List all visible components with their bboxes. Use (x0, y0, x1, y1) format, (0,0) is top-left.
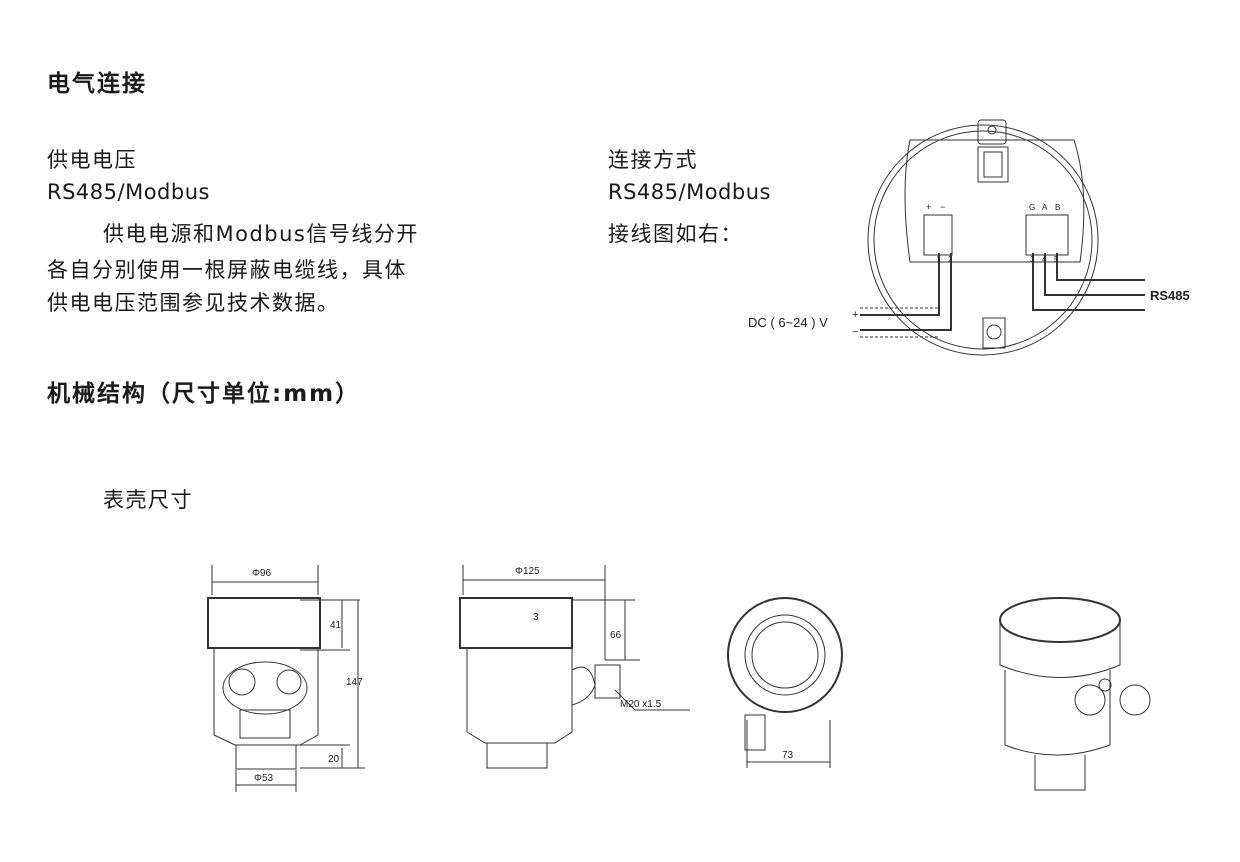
front-bottom-dia: Φ53 (254, 773, 274, 784)
terminal-plus-label: + (926, 202, 931, 212)
side-top-dia: Φ125 (515, 566, 540, 577)
connection-protocol: RS485/Modbus (608, 180, 771, 204)
front-total-height: 147 (346, 677, 363, 688)
front-view-drawing: Φ96 Φ53 41 147 20 (207, 565, 365, 792)
side-thread: M20 x1.5 (620, 699, 662, 710)
terminal-4: 4 (1042, 255, 1047, 264)
front-bottom-height: 20 (328, 754, 340, 765)
supply-desc-line-3: 供电电压范围参见技术数据。 (47, 291, 340, 315)
mechanical-heading: 机械结构（尺寸单位:mm） (47, 381, 361, 407)
connection-title: 连接方式 (608, 148, 698, 172)
terminal-minus-label: − (940, 202, 945, 212)
housing-size-subheading: 表壳尺寸 (103, 488, 193, 512)
power-label: DC ( 6~24 ) V (748, 315, 828, 330)
front-top-dia: Φ96 (252, 568, 272, 579)
terminal-g-label: G (1029, 203, 1035, 212)
supply-voltage-title: 供电电压 (47, 148, 137, 172)
connection-note: 接线图如右： (608, 222, 743, 246)
perspective-view-drawing (999, 597, 1151, 791)
power-plus: + (852, 309, 858, 321)
side-height: 66 (610, 630, 622, 641)
supply-protocol: RS485/Modbus (47, 180, 210, 204)
terminal-2: 2 (948, 255, 953, 264)
terminal-3: 3 (1030, 255, 1035, 264)
wiring-diagram: + − G A B 1 2 3 4 5 RS485 DC ( 6~24 ) V … (748, 119, 1190, 356)
front-top-height: 41 (330, 620, 342, 631)
supply-desc-line-2: 各自分别使用一根屏蔽电缆线，具体 (47, 258, 407, 282)
side-gap: 3 (533, 612, 539, 623)
top-width: 73 (782, 750, 794, 761)
terminal-5: 5 (1054, 255, 1059, 264)
terminal-1: 1 (936, 255, 941, 264)
terminal-b-label: B (1055, 203, 1060, 212)
top-view-drawing: 73 (727, 597, 843, 768)
side-view-drawing: Φ125 3 66 M20 x1.5 (459, 565, 690, 769)
terminal-a-label: A (1042, 203, 1048, 212)
power-minus: − (852, 326, 858, 338)
electrical-heading: 电气连接 (47, 71, 147, 97)
rs485-label: RS485 (1150, 288, 1190, 303)
supply-desc-line-1: 供电电源和Modbus信号线分开 (103, 222, 419, 246)
